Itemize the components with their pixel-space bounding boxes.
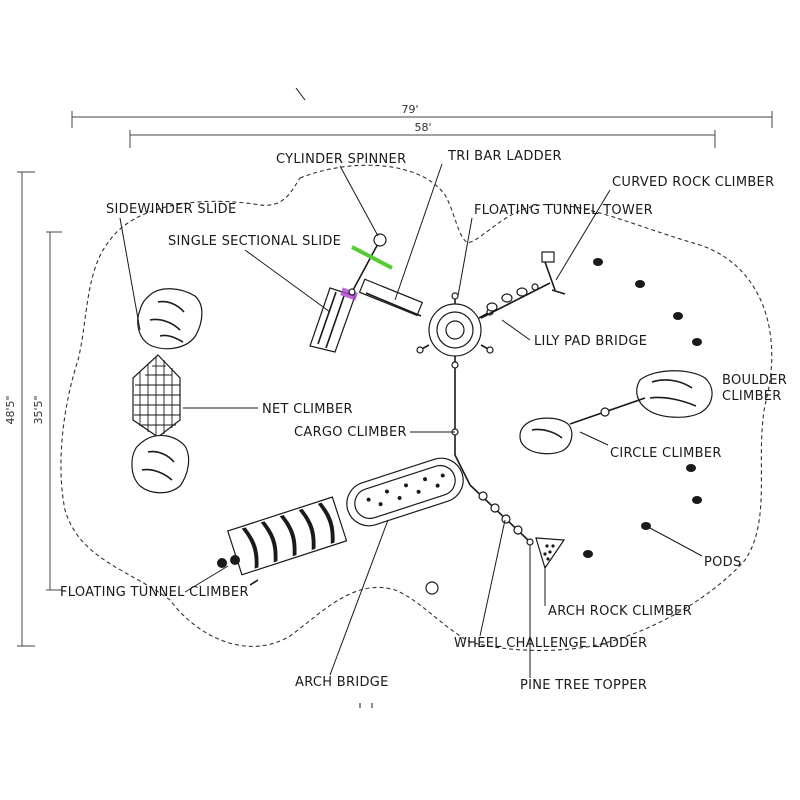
- post-marker: [425, 581, 439, 595]
- leader-lines: [119, 163, 703, 678]
- label-wheel-challenge-ladder: WHEEL CHALLENGE LADDER: [454, 636, 647, 651]
- label-arch-bridge: ARCH BRIDGE: [295, 675, 389, 690]
- label-sidewinder-slide: SIDEWINDER SLIDE: [106, 202, 236, 217]
- height-inner-label: 35'5": [32, 395, 45, 424]
- wheel-challenge-ladder[interactable]: [469, 484, 529, 541]
- label-boulder-climber: BOULDER CLIMBER: [722, 373, 791, 404]
- boulder-climber-text-line2: CLIMBER: [722, 389, 782, 404]
- dimension-width-outer: 79': [71, 103, 773, 128]
- label-net-climber: NET CLIMBER: [262, 402, 353, 417]
- net-climber[interactable]: [132, 354, 181, 438]
- arch-rock-climber[interactable]: [535, 537, 566, 570]
- component-labels: CYLINDER SPINNER TRI BAR LADDER CURVED R…: [60, 149, 791, 693]
- circle-climber[interactable]: [519, 397, 646, 455]
- label-arch-rock-climber: ARCH ROCK CLIMBER: [548, 604, 692, 619]
- label-floating-tunnel-tower: FLOATING TUNNEL TOWER: [474, 203, 653, 218]
- lily-pad-bridge[interactable]: [480, 282, 551, 319]
- label-circle-climber: CIRCLE CLIMBER: [610, 446, 722, 461]
- floating-tunnel-tower[interactable]: [416, 292, 494, 357]
- pine-tree-topper[interactable]: [526, 538, 534, 546]
- boulder-lower-left: [131, 434, 190, 494]
- arch-bridge[interactable]: [341, 453, 469, 532]
- width-inner-label: 58': [414, 121, 431, 134]
- label-lily-pad-bridge: LILY PAD BRIDGE: [534, 334, 647, 349]
- sidewinder-slide[interactable]: [137, 288, 203, 350]
- floating-tunnel-climber[interactable]: [217, 496, 348, 586]
- label-curved-rock-climber: CURVED ROCK CLIMBER: [612, 175, 774, 190]
- label-floating-tunnel-climber: FLOATING TUNNEL CLIMBER: [60, 585, 249, 600]
- height-outer-label: 48'5": [4, 395, 17, 424]
- tri-bar-ladder[interactable]: [358, 278, 424, 317]
- label-single-sectional-slide: SINGLE SECTIONAL SLIDE: [168, 234, 341, 249]
- pods[interactable]: [583, 258, 702, 558]
- label-pine-tree-topper: PINE TREE TOPPER: [520, 678, 647, 693]
- stray-mark-bottom: [359, 703, 373, 708]
- dimension-width-inner: 58': [129, 121, 716, 148]
- label-tri-bar-ladder: TRI BAR LADDER: [447, 149, 562, 164]
- main-structure: [451, 355, 471, 486]
- label-cylinder-spinner: CYLINDER SPINNER: [276, 152, 406, 167]
- dimension-height-outer: 48'5": [4, 171, 35, 647]
- play-area-boundary: [60, 164, 773, 651]
- dimension-height-inner: 35'5": [32, 231, 62, 591]
- cylinder-spinner[interactable]: [348, 233, 393, 296]
- single-sectional-slide[interactable]: [309, 287, 358, 353]
- label-cargo-climber: CARGO CLIMBER: [294, 425, 407, 440]
- width-outer-label: 79': [401, 103, 418, 116]
- curved-rock-climber[interactable]: [541, 251, 566, 295]
- label-pods: PODS: [704, 555, 742, 570]
- boulder-climber-text: BOULDER: [722, 373, 787, 388]
- stray-mark: [295, 87, 306, 101]
- boulder-climber[interactable]: [636, 370, 713, 418]
